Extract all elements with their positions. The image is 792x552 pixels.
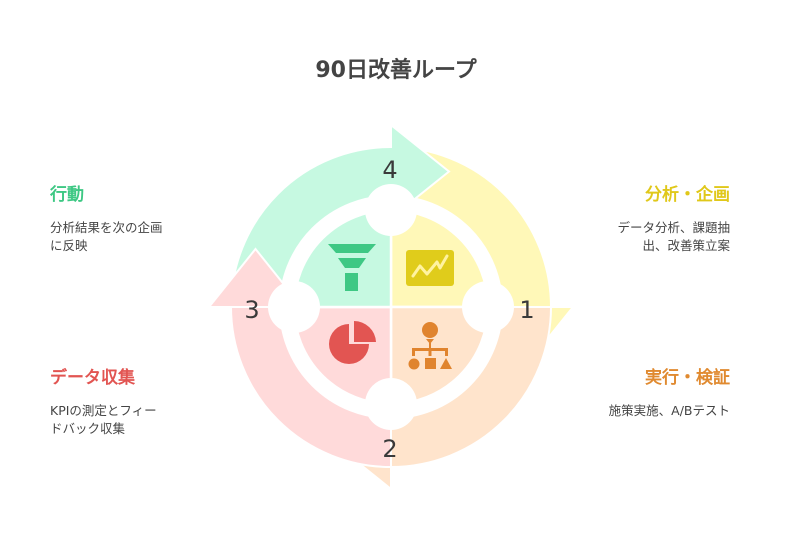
page-title: 90日改善ループ <box>315 58 477 83</box>
step-1-block: 分析・企画 データ分析、課題抽出、改善策立案 <box>580 180 730 255</box>
notch <box>462 281 514 333</box>
hierarchy-icon <box>408 322 452 370</box>
step-number-1: 1 <box>519 296 534 324</box>
step-3-desc-line2: ドバック収集 <box>50 421 126 436</box>
step-2-heading: 実行・検証 <box>645 368 730 388</box>
funnel-icon <box>328 244 376 291</box>
step-4-desc-line2: に反映 <box>50 238 88 253</box>
step-number-2: 2 <box>382 435 397 463</box>
step-number-3: 3 <box>244 296 259 324</box>
step-3-desc-line1: KPIの測定とフィー <box>50 403 157 418</box>
chart-icon <box>406 250 454 286</box>
step-2-desc-line1: 施策実施、A/Bテスト <box>608 403 730 418</box>
step-4-desc-line1: 分析結果を次の企画 <box>50 220 163 235</box>
step-1-heading: 分析・企画 <box>645 185 730 205</box>
notch <box>268 281 320 333</box>
notch <box>365 378 417 430</box>
step-number-4: 4 <box>382 156 397 184</box>
cycle-arrow-4 <box>229 122 451 308</box>
step-4-heading: 行動 <box>50 185 84 205</box>
step-2-block: 実行・検証 施策実施、A/Bテスト <box>580 363 730 420</box>
pie-chart-icon <box>329 321 376 364</box>
step-3-block: データ収集 KPIの測定とフィードバック収集 <box>50 363 200 438</box>
step-1-desc-line1: データ分析、課題抽 <box>617 220 730 235</box>
step-4-block: 行動 分析結果を次の企画に反映 <box>50 180 200 255</box>
step-1-desc-line2: 出、改善策立案 <box>642 238 730 253</box>
notch <box>365 184 417 236</box>
step-3-heading: データ収集 <box>50 368 135 388</box>
